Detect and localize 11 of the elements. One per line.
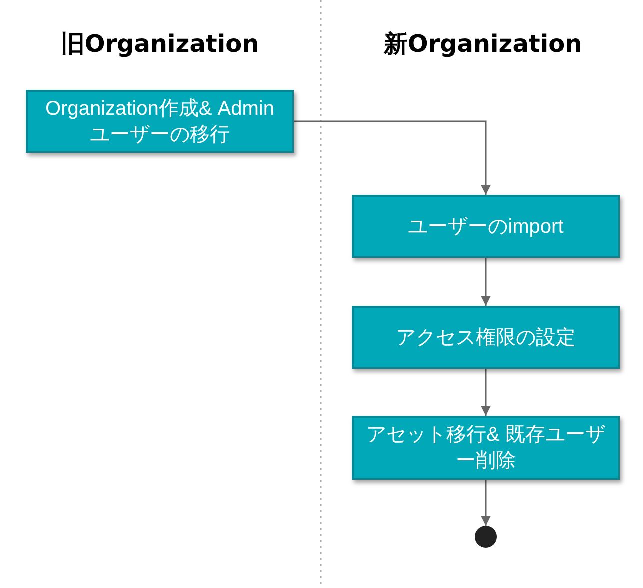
process-box: ユーザーのimport xyxy=(352,195,620,258)
process-box: アセット移行& 既存ユーザー削除 xyxy=(352,416,620,480)
arrow xyxy=(481,369,491,416)
arrow xyxy=(481,480,491,526)
process-box: Organization作成& Adminユーザーの移行 xyxy=(26,90,294,153)
end-node xyxy=(475,526,497,548)
lane-heading: 新Organization xyxy=(384,29,582,60)
arrow xyxy=(294,120,491,195)
process-box: アクセス権限の設定 xyxy=(352,306,620,369)
lane-heading: 旧Organization xyxy=(60,29,260,60)
arrow xyxy=(481,258,491,306)
